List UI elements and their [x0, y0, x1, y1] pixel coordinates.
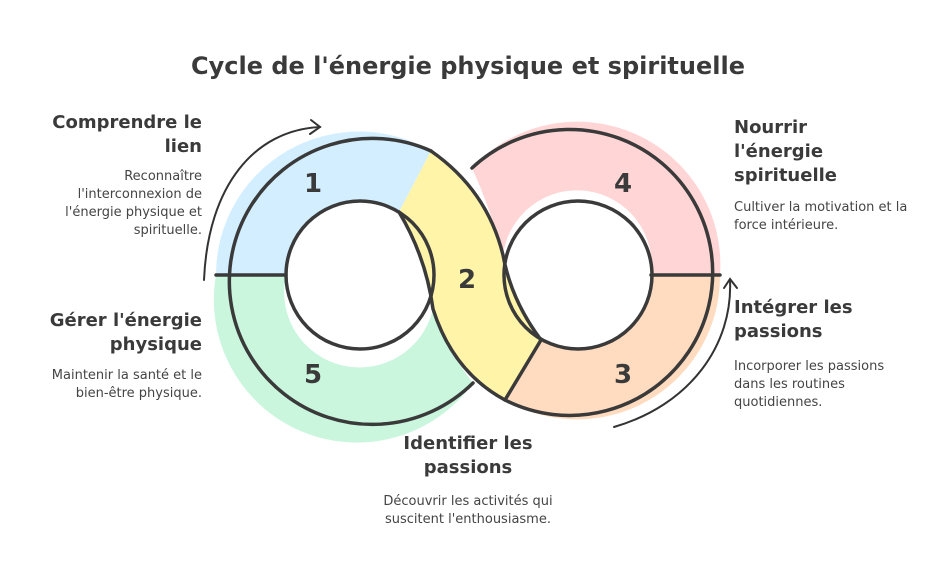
segment-3 — [505, 275, 721, 420]
segment-1 — [215, 131, 431, 275]
step-5-heading: Gérer l'énergie physique — [49, 310, 202, 355]
step-4-heading: Nourrir l'énergie spirituelle — [734, 117, 837, 186]
segment-2 — [399, 151, 541, 400]
arrow-top-left-icon — [203, 126, 321, 281]
segment-number-4: 4 — [614, 169, 632, 199]
cycle-arrows — [203, 119, 738, 428]
ring-outlines — [214, 127, 722, 427]
diagram-title: Cycle de l'énergie physique et spirituel… — [191, 52, 745, 80]
step-1-description: Reconnaître l'interconnexion de l'énergi… — [65, 169, 202, 238]
arrow-bottom-right-icon-head — [723, 277, 738, 289]
step-1-heading: Comprendre le lien — [52, 112, 202, 157]
step-3-heading: Intégrer les passions — [734, 297, 853, 342]
segment-number-1: 1 — [304, 169, 322, 199]
step-4-description: Cultiver la motivation et la force intér… — [734, 200, 908, 233]
step-5-description: Maintenir la santé et le bien-être physi… — [51, 368, 202, 401]
segment-number-5: 5 — [304, 360, 322, 390]
arrow-bottom-right-icon — [613, 279, 732, 428]
step-2-heading: Identifier les passions — [403, 433, 533, 478]
segment-5 — [213, 275, 473, 443]
step-2-description: Découvrir les activités qui suscitent l'… — [383, 494, 553, 527]
arrow-top-left-icon-head — [309, 119, 322, 135]
step-3-description: Incorporer les passions dans les routine… — [734, 359, 885, 410]
segment-number-2: 2 — [458, 265, 476, 295]
segment-number-3: 3 — [614, 360, 632, 390]
